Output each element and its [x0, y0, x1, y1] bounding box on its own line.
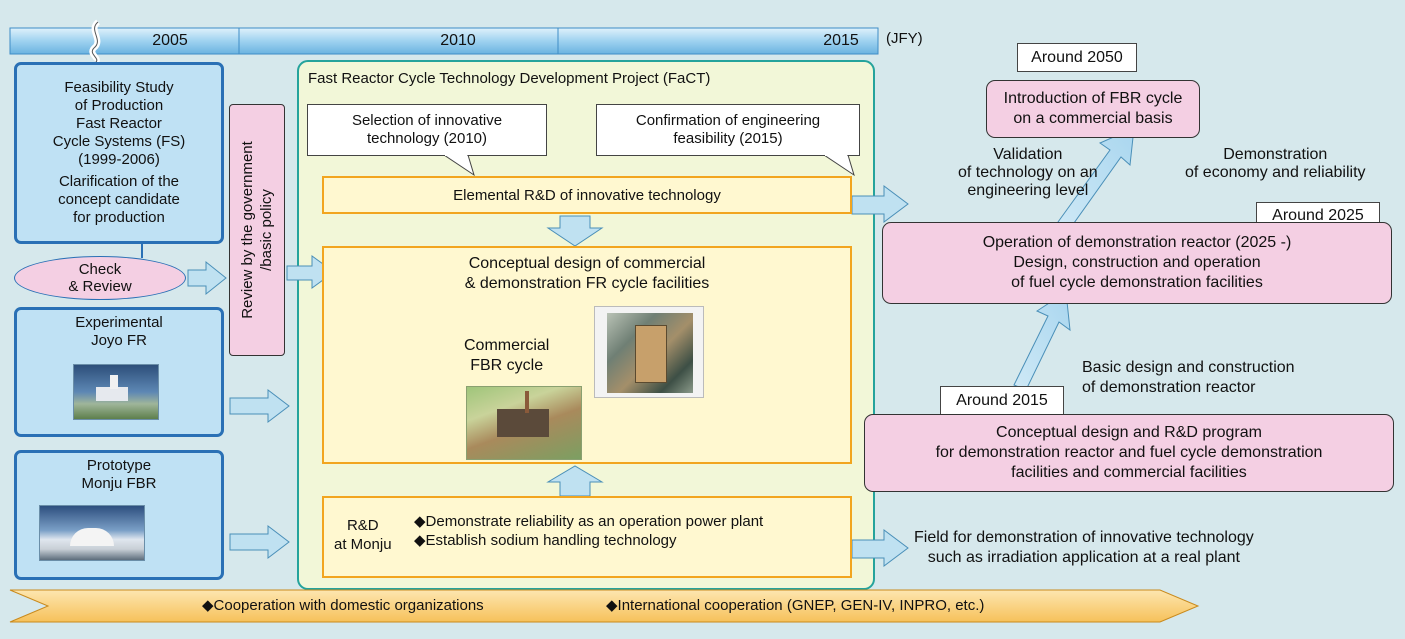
timeline-year: 2015: [823, 32, 859, 49]
cycle-label: Commercial FBR cycle: [464, 337, 550, 374]
monju-label: Prototype Monju FBR: [81, 457, 157, 492]
conceptual-design-label: Conceptual design of commercial & demons…: [464, 255, 710, 292]
joyo-box: Experimental Joyo FR: [14, 307, 224, 437]
around-2015-tag: Around 2015: [940, 386, 1064, 415]
field-demonstration-label: Field for demonstration of innovative te…: [914, 529, 1254, 566]
fuel-cycle-facility-image: [466, 386, 582, 460]
monju-reactor-photo: [39, 505, 145, 561]
feasibility-study-box: Feasibility Study of Production Fast Rea…: [14, 62, 224, 244]
demonstration-economy-label: Demonstration of economy and reliability: [1185, 146, 1366, 181]
around-2050-tag: Around 2050: [1017, 43, 1137, 72]
fs-connector: [141, 244, 143, 258]
conceptual-rd-program-box: Conceptual design and R&D program for de…: [864, 414, 1394, 492]
timeline-year: 2005: [152, 32, 188, 49]
review-bar-label: Review by the government /basic policy: [239, 141, 275, 319]
selection-callout-tail: [443, 155, 475, 177]
basic-design-label: Basic design and construction of demonst…: [1082, 359, 1295, 396]
elemental-rd-box: Elemental R&D of innovative technology: [322, 176, 852, 214]
timeline-unit: (JFY): [886, 30, 923, 47]
bottom-banner-shape: [9, 589, 1200, 623]
review-bar: Review by the government /basic policy: [229, 104, 285, 356]
validation-label: Validation of technology on an engineeri…: [958, 146, 1098, 199]
confirmation-callout-tail: [823, 155, 855, 177]
timeline-year: 2010: [440, 32, 476, 49]
rd-item: ◆Demonstrate reliability as an operation…: [414, 513, 764, 530]
introduction-box: Introduction of FBR cycle on a commercia…: [986, 80, 1200, 138]
progression-arrows: [1013, 127, 1135, 391]
banner-domestic: ◆Cooperation with domestic organizations: [202, 597, 484, 614]
confirmation-callout: Confirmation of engineering feasibility …: [596, 104, 860, 156]
joyo-label: Experimental Joyo FR: [75, 314, 163, 349]
check-review-ellipse: Check & Review: [14, 256, 186, 300]
conceptual-design-box: Conceptual design of commercial & demons…: [322, 246, 852, 464]
rd-item: ◆Establish sodium handling technology: [414, 532, 677, 549]
joyo-reactor-photo: [73, 364, 159, 420]
monju-box: Prototype Monju FBR: [14, 450, 224, 580]
fs-title: Feasibility Study of Production Fast Rea…: [52, 79, 186, 168]
monju-rd-box: R&D at Monju ◆Demonstrate reliability as…: [322, 496, 852, 578]
selection-callout: Selection of innovative technology (2010…: [307, 104, 547, 156]
timeline-bar: [9, 27, 879, 55]
rd-at-monju-label: R&D at Monju: [334, 517, 392, 553]
fact-title: Fast Reactor Cycle Technology Developmen…: [308, 70, 711, 87]
fs-subtitle: Clarification of the concept candidate f…: [58, 173, 180, 226]
operation-demo-box: Operation of demonstration reactor (2025…: [882, 222, 1392, 304]
reactor-facility-image: [594, 306, 704, 398]
banner-international: ◆International cooperation (GNEP, GEN-IV…: [606, 597, 985, 614]
